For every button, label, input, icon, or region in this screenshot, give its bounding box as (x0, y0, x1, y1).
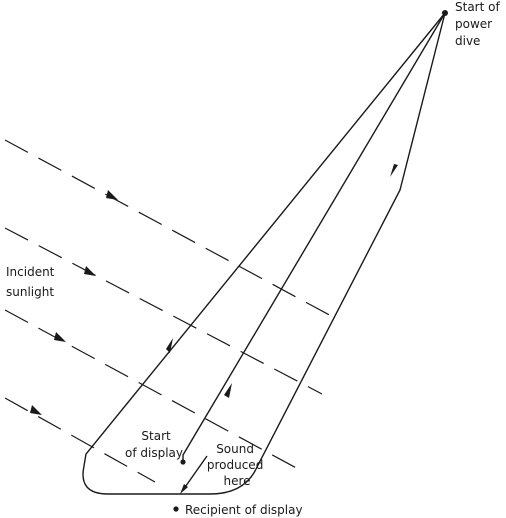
sound-produced-line3: here (223, 474, 250, 488)
sunlight-ray-3 (4, 309, 301, 471)
incident-sunlight-label: Incident sunlight (6, 265, 58, 299)
incident-sunlight-line1: Incident (6, 265, 55, 279)
sound-produced-line2: produced (207, 458, 263, 472)
sunlight-ray-2-arrowhead (84, 266, 96, 276)
recipient-point (173, 506, 179, 512)
start-power-dive-line1: Start of (455, 0, 500, 14)
sound-produced-label: Sound produced here (207, 442, 267, 488)
sound-pointer-line (182, 455, 208, 491)
sound-pointer-arrowhead (180, 484, 188, 494)
start-display-line2: of display (125, 446, 183, 460)
sunlight-ray-4-arrowhead (30, 405, 42, 415)
ascent-arrowhead-inner (224, 383, 232, 398)
sunlight-ray-1 (4, 139, 336, 319)
display-start-point (180, 459, 186, 465)
start-power-dive-line2: power (455, 17, 492, 31)
dive-path-inner-line (182, 12, 446, 462)
descent-arrowhead (390, 164, 398, 177)
sound-produced-line1: Sound (216, 442, 254, 456)
start-display-label: Start of display (125, 429, 183, 460)
sunlight-ray-2 (4, 227, 323, 395)
dive-start-point (442, 10, 448, 16)
start-display-line1: Start (141, 429, 171, 443)
start-power-dive-label: Start of power dive (455, 0, 504, 48)
start-power-dive-line3: dive (455, 34, 480, 48)
recipient-label: Recipient of display (185, 503, 303, 517)
dive-path-outer-loop (82, 12, 446, 495)
sunlight-ray-1-arrowhead (106, 190, 118, 200)
ascent-arrowhead-outer (166, 338, 173, 353)
sunlight-ray-3-arrowhead (54, 332, 66, 342)
sunlight-ray-4 (4, 397, 156, 483)
sunlight-rays (4, 139, 336, 483)
incident-sunlight-line2: sunlight (6, 285, 54, 299)
